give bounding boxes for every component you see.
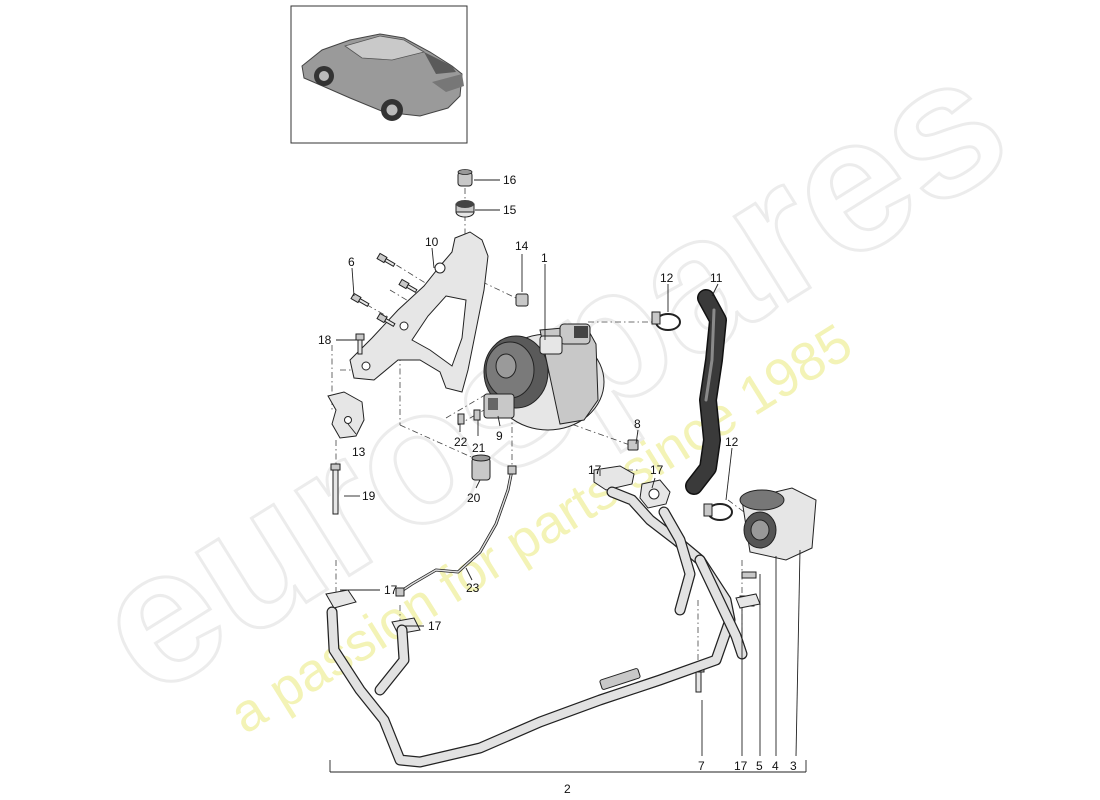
callout-15: 15 [503, 203, 517, 217]
callout-11: 11 [710, 271, 723, 285]
part-17-gaskets [325, 465, 761, 635]
callout-17-d: 17 [428, 619, 442, 633]
callout-7: 7 [698, 759, 705, 773]
callout-16: 16 [503, 173, 517, 187]
callout-9: 9 [496, 429, 503, 443]
leader-lines [329, 179, 807, 773]
callout-12-upper: 12 [660, 271, 674, 285]
callout-3: 3 [790, 759, 797, 773]
part-23-wiring [395, 465, 517, 597]
callout-21: 21 [472, 441, 486, 455]
callout-20: 20 [467, 491, 481, 505]
callout-19: 19 [362, 489, 376, 503]
callout-17-c: 17 [384, 583, 398, 597]
callout-2: 2 [564, 782, 571, 796]
callout-13: 13 [352, 445, 366, 459]
callout-10: 10 [425, 235, 439, 249]
part-6-bolts [350, 252, 418, 327]
part-13-bracket [327, 391, 365, 439]
part-15-grommet [455, 200, 475, 218]
part-14-clip-nut [515, 293, 529, 307]
callout-14: 14 [515, 239, 529, 253]
callout-1: 1 [541, 251, 548, 265]
part-8-bolt [627, 439, 639, 451]
part-9-connector [483, 393, 515, 419]
part-2-air-pipe-assembly [326, 486, 748, 768]
car-thumbnail [290, 5, 468, 144]
callout-6: 6 [348, 255, 355, 269]
callout-23: 23 [466, 581, 480, 595]
part-20-sensor [471, 454, 491, 481]
callout-labels: 1 2 3 4 5 6 7 8 9 10 11 12 12 13 14 15 1… [318, 173, 797, 796]
callout-18: 18 [318, 333, 332, 347]
callout-4: 4 [772, 759, 779, 773]
callout-17-e: 17 [734, 759, 748, 773]
part-19-long-bolt [330, 463, 341, 515]
callout-17-a: 17 [588, 463, 602, 477]
callout-8: 8 [634, 417, 641, 431]
part-12-hose-clamp-lower [703, 503, 733, 521]
callout-12-lower: 12 [725, 435, 739, 449]
part-18-bolt [355, 333, 365, 355]
part-11-air-hose [685, 289, 727, 495]
callout-5: 5 [756, 759, 763, 773]
callout-17-b: 17 [650, 463, 664, 477]
part-12-hose-clamp-upper [651, 311, 681, 331]
part-10-mounting-bracket [349, 231, 489, 393]
part-1-secondary-air-pump [483, 323, 605, 431]
callout-22: 22 [454, 435, 468, 449]
part-16-rubber-cap [457, 169, 473, 187]
part-21-22-bolts [457, 409, 481, 425]
part-3-4-5-valve-assembly [739, 487, 817, 607]
